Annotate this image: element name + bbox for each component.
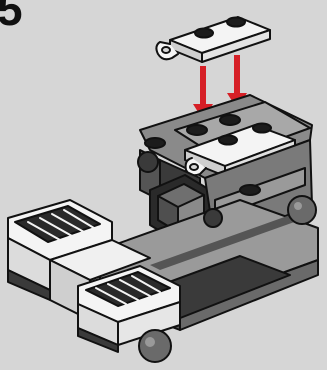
plate-with-studs	[156, 17, 270, 62]
